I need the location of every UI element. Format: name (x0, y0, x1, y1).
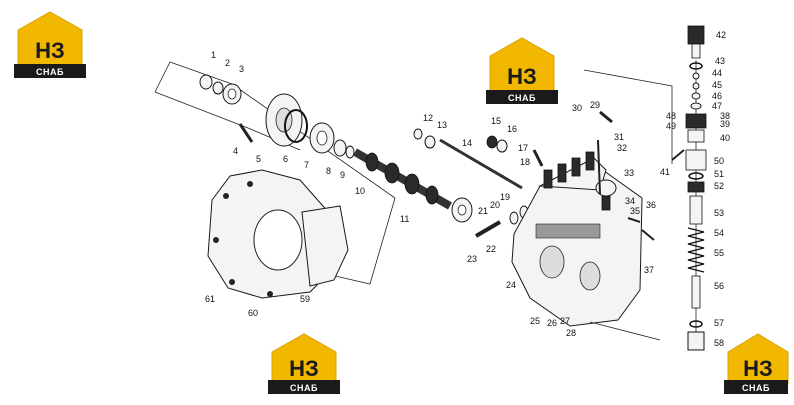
callout-29: 29 (590, 100, 600, 110)
callout-54: 54 (714, 228, 724, 238)
callout-35: 35 (630, 206, 640, 216)
callout-52: 52 (714, 181, 724, 191)
callout-11: 11 (400, 214, 409, 224)
callout-2: 2 (225, 58, 230, 68)
callout-7: 7 (304, 160, 309, 170)
callout-14: 14 (462, 138, 472, 148)
callout-39: 39 (720, 119, 730, 129)
callout-9: 9 (340, 170, 345, 180)
callout-32: 32 (617, 143, 627, 153)
brand-logo: НЗ СНАБ (14, 11, 86, 78)
callout-16: 16 (507, 124, 517, 134)
logo-text: НЗ (289, 356, 319, 381)
callout-53: 53 (714, 208, 724, 218)
callout-labels: 1 2 3 4 5 6 7 8 9 10 11 12 13 14 15 16 1… (205, 30, 730, 348)
callout-20: 20 (490, 200, 500, 210)
callout-26: 26 (547, 318, 557, 328)
callout-43: 43 (715, 56, 725, 66)
logo-subtext: СНАБ (508, 93, 536, 103)
logo-subtext: СНАБ (290, 383, 318, 393)
callout-21: 21 (478, 206, 488, 216)
brand-logo: НЗ СНАБ (268, 333, 340, 394)
plunger-stack-group (671, 25, 707, 351)
pump-body-group (413, 69, 673, 341)
brand-logo: НЗ СНАБ (724, 333, 789, 394)
callout-57: 57 (714, 318, 724, 328)
callout-46: 46 (712, 91, 722, 101)
callout-4: 4 (233, 146, 238, 156)
callout-34: 34 (625, 196, 635, 206)
callout-15: 15 (491, 116, 501, 126)
brand-logo: НЗ СНАБ (486, 37, 558, 104)
callout-51: 51 (714, 169, 724, 179)
callout-45: 45 (712, 80, 722, 90)
logo-subtext: СНАБ (36, 67, 64, 77)
callout-60: 60 (248, 308, 258, 318)
callout-17: 17 (518, 143, 528, 153)
callout-56: 56 (714, 281, 724, 291)
drive-housing-group (154, 61, 473, 299)
callout-44: 44 (712, 68, 722, 78)
callout-49: 49 (666, 121, 676, 131)
callout-41: 41 (660, 167, 670, 177)
callout-47: 47 (712, 101, 722, 111)
logo-text: НЗ (507, 64, 537, 89)
callout-40: 40 (720, 133, 730, 143)
callout-6: 6 (283, 154, 288, 164)
callout-58: 58 (714, 338, 724, 348)
callout-38: 38 (720, 111, 730, 121)
callout-27: 27 (560, 316, 570, 326)
callout-3: 3 (239, 64, 244, 74)
callout-30: 30 (572, 103, 582, 113)
logo-subtext: СНАБ (742, 383, 770, 393)
callout-22: 22 (486, 244, 496, 254)
callout-25: 25 (530, 316, 540, 326)
callout-33: 33 (624, 168, 634, 178)
callout-36: 36 (646, 200, 656, 210)
callout-8: 8 (326, 166, 331, 176)
callout-24: 24 (506, 280, 516, 290)
callout-10: 10 (355, 186, 365, 196)
callout-23: 23 (467, 254, 477, 264)
callout-50: 50 (714, 156, 724, 166)
callout-31: 31 (614, 132, 624, 142)
logo-text: НЗ (35, 38, 65, 63)
callout-55: 55 (714, 248, 724, 258)
callout-12: 12 (423, 113, 433, 123)
callout-42: 42 (716, 30, 726, 40)
callout-48: 48 (666, 111, 676, 121)
callout-19: 19 (500, 192, 510, 202)
callout-61: 61 (205, 294, 215, 304)
callout-28: 28 (566, 328, 576, 338)
callout-18: 18 (520, 157, 530, 167)
callout-37: 37 (644, 265, 654, 275)
callout-5: 5 (256, 154, 261, 164)
callout-13: 13 (437, 120, 447, 130)
logo-text: НЗ (743, 356, 773, 381)
callout-1: 1 (211, 50, 216, 60)
callout-59: 59 (300, 294, 310, 304)
